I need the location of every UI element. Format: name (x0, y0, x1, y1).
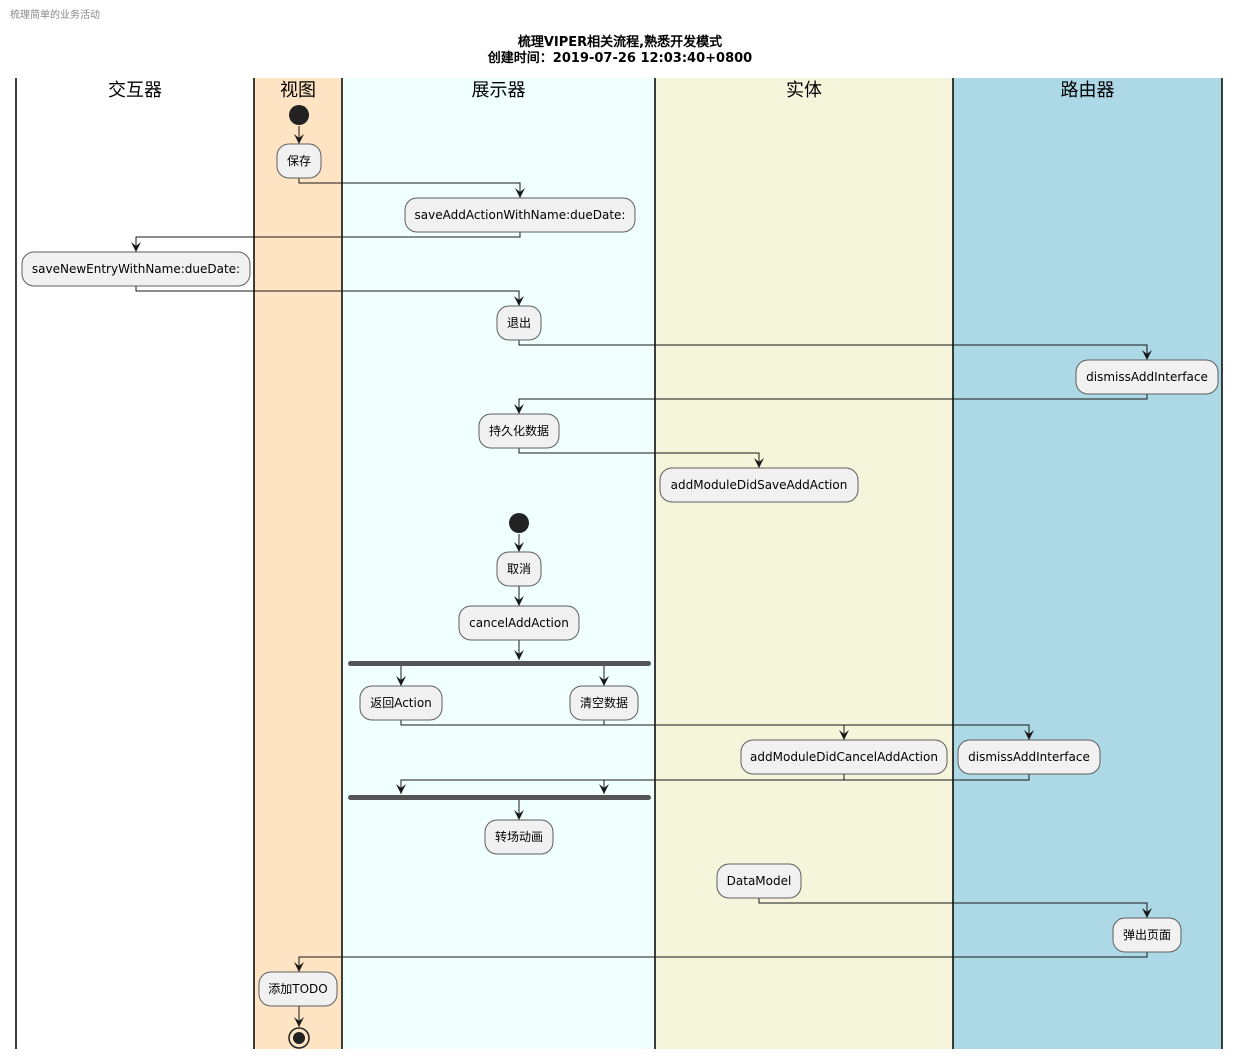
lane-title-router: 路由器 (1061, 80, 1115, 101)
activity-label: saveAddActionWithName:dueDate: (415, 208, 626, 222)
activity-box (740, 739, 948, 775)
activity-a11: 清空数据 (569, 685, 639, 721)
activity-label: 转场动画 (495, 829, 543, 844)
arrow-head (396, 784, 406, 794)
activity-box (716, 863, 802, 899)
activity-a17: 添加TODO (258, 971, 338, 1007)
activity-label: 保存 (287, 154, 311, 168)
arrow-head (514, 650, 524, 660)
activity-box (484, 819, 554, 855)
activity-box (276, 143, 322, 179)
activity-a15: DataModel (716, 863, 802, 899)
activity-label: cancelAddAction (469, 616, 569, 630)
arrow-head (131, 242, 141, 252)
flow-edge (135, 232, 521, 252)
activity-label: addModuleDidCancelAddAction (750, 750, 938, 764)
start-node (289, 105, 309, 125)
flow-edge (518, 340, 1148, 360)
lane-entity (655, 78, 953, 1049)
diagram-title: 梳理VIPER相关流程,熟悉开发模式 (518, 34, 722, 50)
arrow-head (514, 404, 524, 414)
start-node (509, 513, 529, 533)
activity-box (1112, 917, 1182, 953)
flow-edge (603, 720, 1030, 740)
activity-a4: 退出 (496, 305, 542, 341)
lane-title-presenter: 展示器 (472, 80, 526, 101)
activity-a16: 弹出页面 (1112, 917, 1182, 953)
arrow-head (514, 296, 524, 306)
arrow-head (514, 596, 524, 606)
activity-box (478, 413, 560, 449)
activity-box (569, 685, 639, 721)
arrow-head (294, 134, 304, 144)
arrow-head (599, 784, 609, 794)
lane-title-view: 视图 (280, 80, 316, 101)
activity-a12: addModuleDidCancelAddAction (740, 739, 948, 775)
activity-label: DataModel (727, 874, 792, 888)
arrow-head (294, 1017, 304, 1027)
activity-a7: addModuleDidSaveAddAction (659, 467, 859, 503)
end-node (288, 1027, 310, 1049)
activity-box (359, 685, 443, 721)
join-bar (348, 795, 651, 800)
activity-label: addModuleDidSaveAddAction (671, 478, 848, 492)
flow-edge (758, 898, 1148, 918)
end-node-core (293, 1032, 305, 1044)
activity-box (258, 971, 338, 1007)
activity-label: 清空数据 (580, 695, 628, 710)
activity-label: 退出 (507, 316, 531, 330)
activity-label: 弹出页面 (1123, 928, 1171, 942)
activity-a8: 取消 (496, 551, 542, 587)
flow-edge (518, 448, 760, 468)
flow-edge (298, 178, 521, 198)
activity-a14: 转场动画 (484, 819, 554, 855)
arrow-head (1024, 730, 1034, 740)
activity-a2: saveAddActionWithName:dueDate: (404, 197, 636, 233)
arrow-head (396, 676, 406, 686)
activity-a5: dismissAddInterface (1075, 359, 1219, 395)
arrow-head (1142, 350, 1152, 360)
lane-interactor (16, 78, 254, 1049)
flow-edge (603, 774, 1030, 794)
arrow-head (1142, 908, 1152, 918)
arrow-head (514, 810, 524, 820)
flow-edge (135, 286, 520, 306)
activity-label: dismissAddInterface (968, 750, 1090, 764)
arrow-head (515, 188, 525, 198)
activity-a3: saveNewEntryWithName:dueDate: (21, 251, 251, 287)
activity-label: dismissAddInterface (1086, 370, 1208, 384)
activity-box (21, 251, 251, 287)
activity-label: saveNewEntryWithName:dueDate: (32, 262, 240, 276)
activity-box (496, 305, 542, 341)
diagram-created-time: 创建时间：2019-07-26 12:03:40+0800 (487, 50, 752, 66)
activity-box (659, 467, 859, 503)
activity-a6: 持久化数据 (478, 413, 560, 449)
activity-box (957, 739, 1101, 775)
activity-label: 返回Action (370, 696, 432, 710)
activity-box (458, 605, 580, 641)
lane-title-interactor: 交互器 (108, 80, 162, 101)
activity-box (404, 197, 636, 233)
arrow-head (839, 730, 849, 740)
activity-a1: 保存 (276, 143, 322, 179)
flow-edge (518, 394, 1148, 414)
arrow-head (294, 962, 304, 972)
activity-label: 取消 (507, 562, 531, 576)
lane-router (953, 78, 1222, 1049)
activity-a13: dismissAddInterface (957, 739, 1101, 775)
arrow-head (514, 542, 524, 552)
activity-a9: cancelAddAction (458, 605, 580, 641)
lane-title-entity: 实体 (786, 80, 822, 101)
lane-view (254, 78, 342, 1049)
activity-label: 添加TODO (268, 982, 327, 996)
activity-box (496, 551, 542, 587)
header-note: 梳理简单的业务活动 (10, 8, 100, 21)
arrow-head (599, 676, 609, 686)
fork-bar (348, 661, 651, 666)
activity-a10: 返回Action (359, 685, 443, 721)
flow-edge (298, 952, 1148, 972)
arrow-head (754, 458, 764, 468)
activity-label: 持久化数据 (489, 423, 549, 438)
activity-box (1075, 359, 1219, 395)
